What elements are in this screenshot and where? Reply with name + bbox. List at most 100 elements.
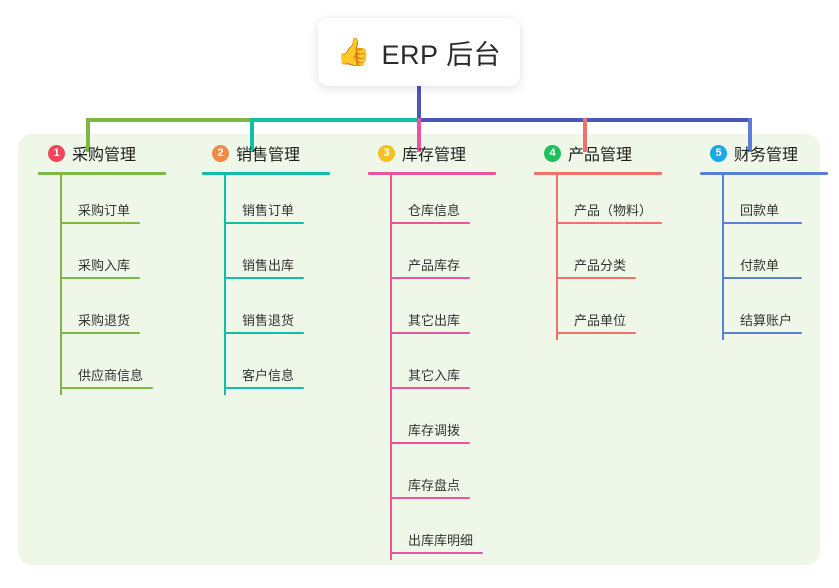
branch-item[interactable]: 销售退货 <box>224 285 368 340</box>
branch-underline <box>534 172 662 175</box>
branch-item[interactable]: 付款单 <box>722 230 839 285</box>
branch-item[interactable]: 客户信息 <box>224 340 368 395</box>
branch-spine <box>224 175 226 395</box>
branch-underline <box>368 172 496 175</box>
branch-item-underline <box>722 332 803 334</box>
branch-header[interactable]: 2 销售管理 <box>202 134 368 172</box>
branch-spine <box>556 175 558 340</box>
branch-item-underline <box>60 332 141 334</box>
branch-item-underline <box>224 332 305 334</box>
branch-item[interactable]: 出库库明细 <box>390 505 534 560</box>
branch-item-label: 供应商信息 <box>78 368 144 383</box>
branch-item[interactable]: 库存调拨 <box>390 395 534 450</box>
branch-item[interactable]: 库存盘点 <box>390 450 534 505</box>
branch-item-label: 产品（物料） <box>574 203 653 218</box>
branch-index-badge: 2 <box>212 144 229 162</box>
branch-index-badge: 3 <box>378 144 395 162</box>
branch-item[interactable]: 产品库存 <box>390 230 534 285</box>
branch-item[interactable]: 供应商信息 <box>60 340 204 395</box>
branch-item-underline <box>722 222 802 224</box>
branch-header[interactable]: 5 财务管理 <box>700 134 839 172</box>
root-node-card[interactable]: 👍 ERP 后台 <box>318 18 520 86</box>
branch-item[interactable]: 产品分类 <box>556 230 700 285</box>
branch-item-underline <box>224 222 305 224</box>
branch-item-label: 付款单 <box>740 258 780 273</box>
branch-item-label: 客户信息 <box>242 368 295 383</box>
branch-item-label: 库存盘点 <box>408 478 461 493</box>
branch-spine <box>722 175 724 340</box>
branch-item-label: 产品库存 <box>408 258 461 273</box>
branch-item-underline <box>224 387 305 389</box>
branch-item-label: 产品分类 <box>574 258 627 273</box>
branch-item[interactable]: 采购订单 <box>60 175 204 230</box>
branch-title: 财务管理 <box>734 147 799 164</box>
branch-item-underline <box>60 277 141 279</box>
root-node-title: ERP 后台 <box>381 39 502 70</box>
branch-item[interactable]: 销售订单 <box>224 175 368 230</box>
branch-item-underline <box>722 277 802 279</box>
branch-item-label: 出库库明细 <box>408 533 474 548</box>
branch-item-label: 销售订单 <box>242 203 295 218</box>
branch-items: 仓库信息产品库存其它出库其它入库库存调拨库存盘点出库库明细 <box>390 175 534 560</box>
branch-items: 采购订单采购入库采购退货供应商信息 <box>60 175 204 395</box>
branch-underline <box>38 172 166 175</box>
branch-item-label: 其它出库 <box>408 313 461 328</box>
branch-items: 销售订单销售出库销售退货客户信息 <box>224 175 368 395</box>
branch-column: 3 库存管理仓库信息产品库存其它出库其它入库库存调拨库存盘点出库库明细 <box>368 134 534 560</box>
branch-item-underline <box>390 442 471 444</box>
branch-items: 回款单付款单结算账户 <box>722 175 839 340</box>
branch-item-underline <box>224 277 305 279</box>
branch-item-underline <box>60 387 154 389</box>
branch-item[interactable]: 销售出库 <box>224 230 368 285</box>
branch-item-label: 回款单 <box>740 203 780 218</box>
branch-column: 4 产品管理产品（物料） 产品分类产品单位 <box>534 134 700 340</box>
branch-title: 采购管理 <box>72 147 137 164</box>
branch-header[interactable]: 3 库存管理 <box>368 134 534 172</box>
branch-item-label: 采购订单 <box>78 203 131 218</box>
branch-spine <box>60 175 62 395</box>
branch-item[interactable]: 回款单 <box>722 175 839 230</box>
branch-spine <box>390 175 392 560</box>
branch-item[interactable]: 其它出库 <box>390 285 534 340</box>
branch-item-underline <box>556 222 663 224</box>
branch-item[interactable]: 其它入库 <box>390 340 534 395</box>
branch-item-underline <box>390 222 471 224</box>
branch-item-label: 库存调拨 <box>408 423 461 438</box>
branch-item[interactable]: 产品单位 <box>556 285 700 340</box>
branch-item-label: 采购退货 <box>78 313 131 328</box>
branch-column: 2 销售管理销售订单销售出库销售退货客户信息 <box>202 134 368 395</box>
branch-item-underline <box>390 497 471 499</box>
branch-item[interactable]: 产品（物料） <box>556 175 700 230</box>
branch-item-label: 产品单位 <box>574 313 627 328</box>
branch-item-label: 仓库信息 <box>408 203 461 218</box>
branch-title: 库存管理 <box>402 147 467 164</box>
thumbs-up-icon: 👍 <box>336 36 371 67</box>
branch-item-label: 结算账户 <box>740 313 793 328</box>
branch-item[interactable]: 采购入库 <box>60 230 204 285</box>
branch-item-underline <box>390 552 484 554</box>
branch-underline <box>202 172 330 175</box>
branch-item-underline <box>390 387 471 389</box>
branch-index-badge: 5 <box>710 144 727 162</box>
branch-item-underline <box>556 277 637 279</box>
branch-items: 产品（物料） 产品分类产品单位 <box>556 175 700 340</box>
branch-item-label: 销售出库 <box>242 258 295 273</box>
branch-item-underline <box>390 332 471 334</box>
branch-title: 产品管理 <box>568 147 633 164</box>
branch-underline <box>700 172 828 175</box>
branch-item[interactable]: 采购退货 <box>60 285 204 340</box>
branch-item-underline <box>556 332 637 334</box>
branch-item[interactable]: 仓库信息 <box>390 175 534 230</box>
branches-panel <box>18 134 820 565</box>
branch-index-badge: 4 <box>544 144 561 162</box>
branch-item-label: 销售退货 <box>242 313 295 328</box>
branch-header[interactable]: 4 产品管理 <box>534 134 700 172</box>
branch-item-underline <box>390 277 471 279</box>
branch-item-underline <box>60 222 141 224</box>
branch-title: 销售管理 <box>236 147 301 164</box>
branch-item[interactable]: 结算账户 <box>722 285 839 340</box>
